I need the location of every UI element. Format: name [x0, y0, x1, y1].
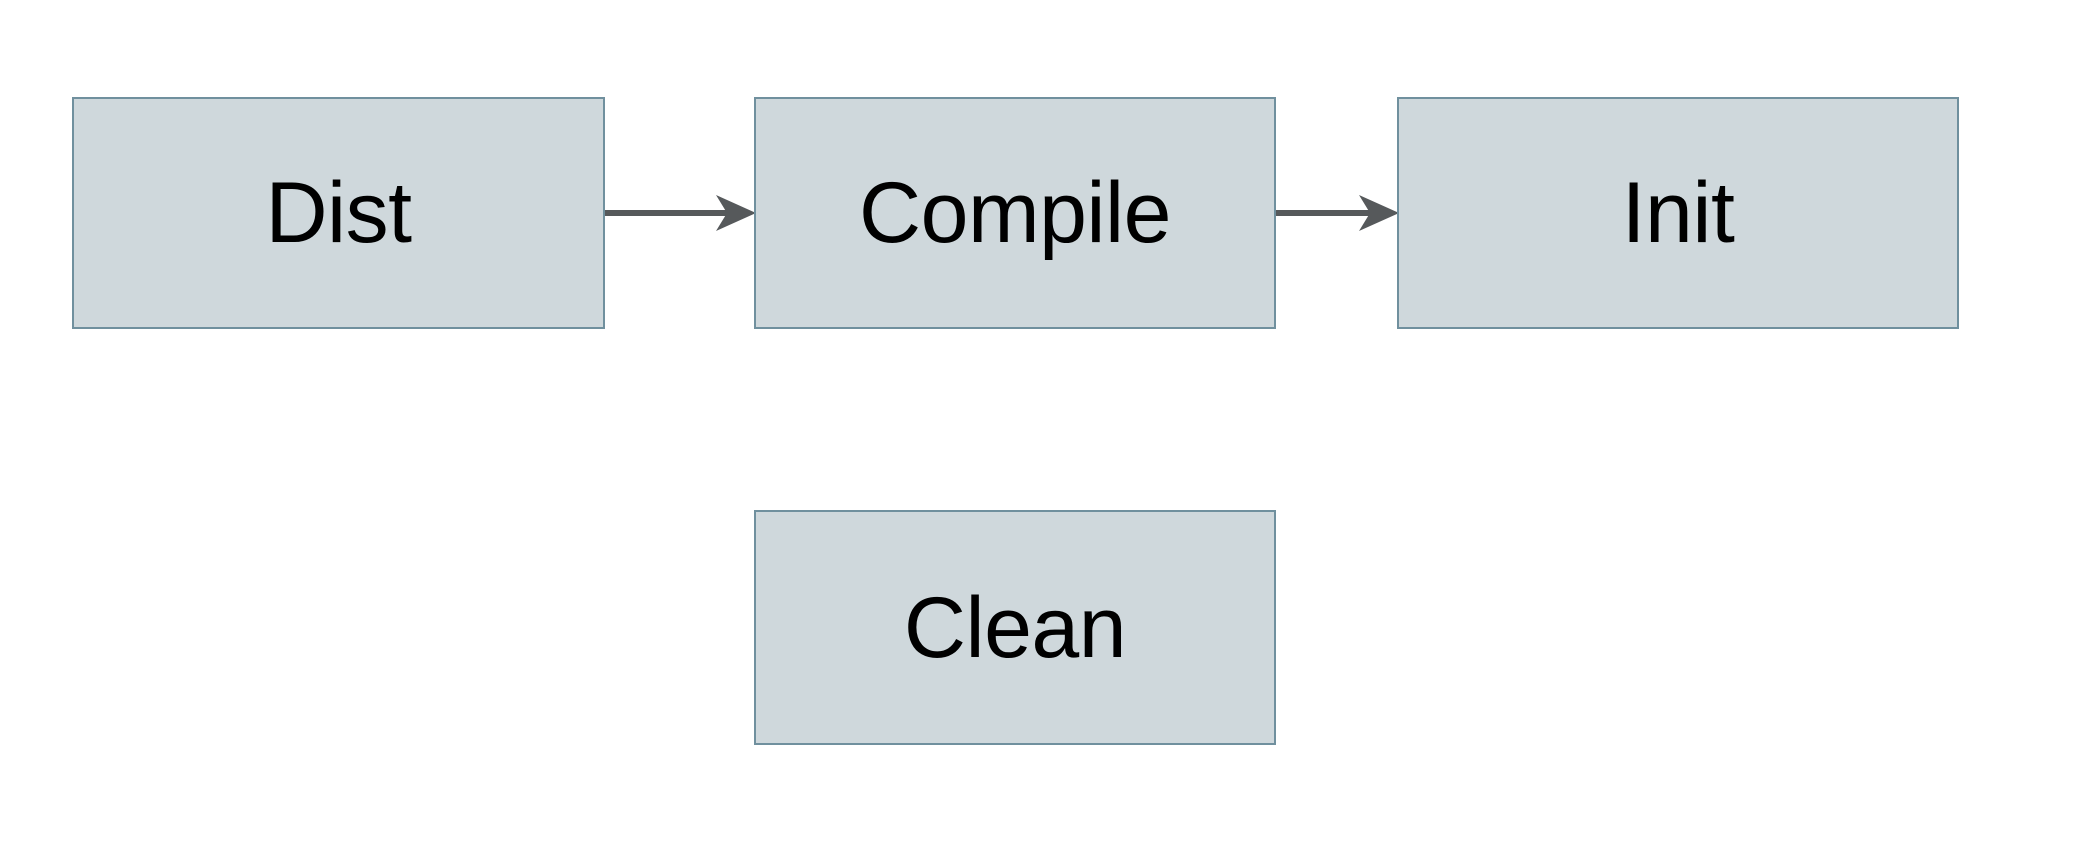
node-clean[interactable]: Clean [754, 510, 1276, 745]
node-init[interactable]: Init [1397, 97, 1959, 329]
edge-dist-to-compile[interactable] [603, 194, 756, 232]
arrowhead-icon [716, 195, 756, 231]
node-dist-label: Dist [265, 165, 412, 261]
arrowhead-icon [1359, 195, 1399, 231]
node-compile[interactable]: Compile [754, 97, 1276, 329]
node-clean-label: Clean [903, 579, 1127, 676]
edge-compile-to-init[interactable] [1274, 194, 1399, 232]
node-init-label: Init [1621, 165, 1735, 261]
node-dist[interactable]: Dist [72, 97, 605, 329]
node-compile-label: Compile [859, 165, 1171, 261]
